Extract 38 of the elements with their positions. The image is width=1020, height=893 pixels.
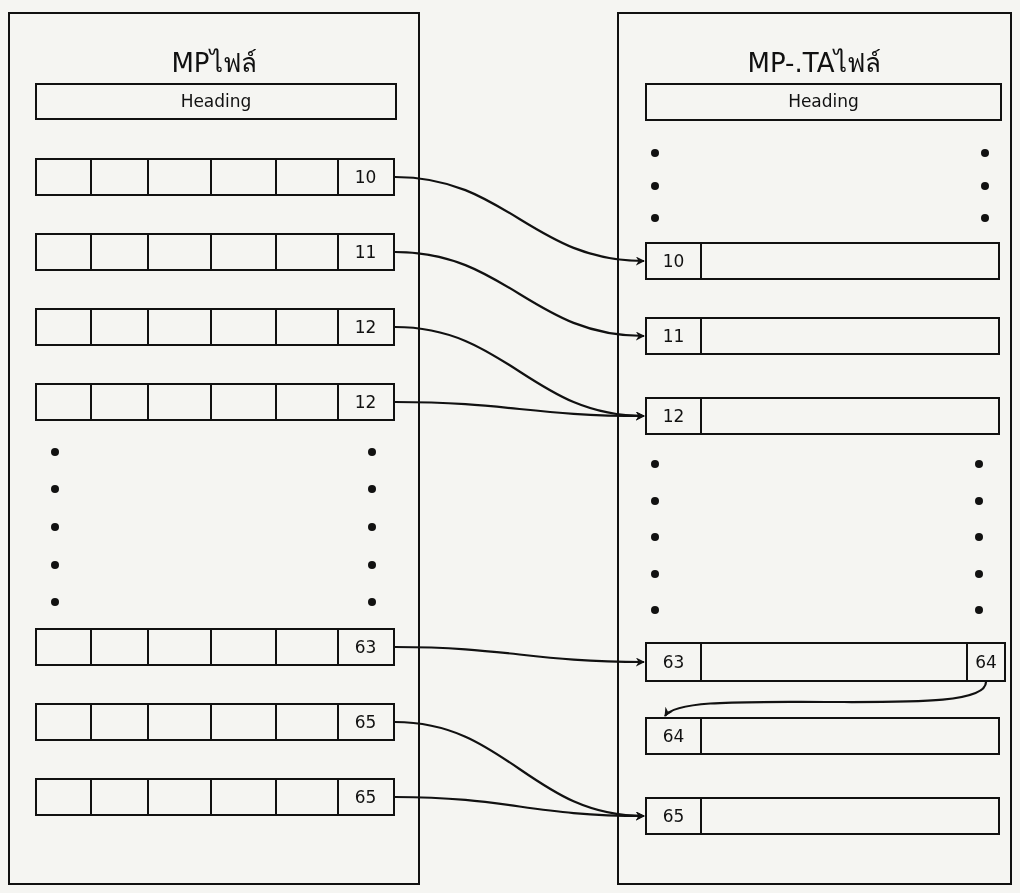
record-number: 12 <box>661 405 686 428</box>
record-row <box>645 717 1000 755</box>
record-row <box>35 233 395 271</box>
heading-box: Heading <box>645 83 1002 121</box>
file-title: MPไฟล์ <box>171 47 257 80</box>
record-number: 65 <box>353 711 378 734</box>
record-number: 63 <box>661 651 686 674</box>
file-title: MP-.TAไฟล์ <box>747 47 882 80</box>
record-row <box>35 383 395 421</box>
record-number: 64 <box>661 725 686 748</box>
record-number: 65 <box>353 786 378 809</box>
record-number: 63 <box>353 636 378 659</box>
record-row <box>645 397 1000 435</box>
record-number: 12 <box>353 316 378 339</box>
arrow <box>395 645 645 667</box>
arrow <box>394 250 645 340</box>
heading-box: Heading <box>35 83 397 120</box>
record-number: 10 <box>353 166 378 189</box>
record-row <box>35 308 395 346</box>
file-panel <box>8 12 420 885</box>
record-number: 12 <box>353 391 378 414</box>
record-row <box>35 703 395 741</box>
record-number: 11 <box>661 325 686 348</box>
record-number: 65 <box>661 805 686 828</box>
record-row <box>35 628 395 666</box>
record-row <box>645 242 1000 280</box>
record-row <box>35 158 395 196</box>
pointer-cell: 64 <box>966 642 1006 682</box>
arrow <box>664 681 988 717</box>
record-row <box>645 797 1000 835</box>
arrow <box>395 795 645 821</box>
file-panel <box>617 12 1012 885</box>
record-number: 10 <box>661 250 686 273</box>
arrow <box>394 175 645 265</box>
record-number: 11 <box>353 241 378 264</box>
record-row <box>645 317 1000 355</box>
record-row <box>35 778 395 816</box>
arrow <box>395 400 645 421</box>
